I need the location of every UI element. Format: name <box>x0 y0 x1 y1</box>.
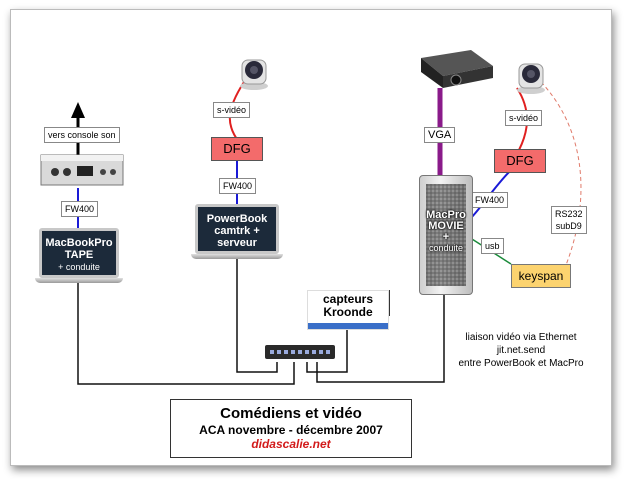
title-main: Comédiens et vidéo <box>220 405 362 422</box>
console-arrow-head <box>71 102 85 118</box>
info-line3: entre PowerBook et MacPro <box>458 358 584 369</box>
ethernet-powerbook <box>236 255 278 373</box>
connection-lines <box>40 50 582 385</box>
macpro-label: MacPro MOVIE + conduite <box>420 210 472 254</box>
fw400-left-label: FW400 <box>61 201 99 217</box>
rs232-label: RS232 subD9 <box>551 206 587 234</box>
kroonde-line1: capteurs <box>322 292 374 306</box>
title-sub: ACA novembre - décembre 2007 <box>199 423 383 437</box>
camera-mid-icon <box>240 59 268 90</box>
info-line2: jit.net.send <box>496 345 546 356</box>
usb-label: usb <box>481 238 504 254</box>
audio-interface-icon <box>40 154 124 186</box>
keyspan-box: keyspan <box>511 264 571 288</box>
info-line1: liaison vidéo via Ethernet <box>465 332 577 343</box>
fw400-right-label: FW400 <box>471 192 509 208</box>
macpro-grille <box>426 184 466 286</box>
ethernet-macbook <box>77 278 295 385</box>
macpro-line3: + <box>442 231 450 243</box>
dfg-right-box: DFG <box>494 149 546 173</box>
powerbook-line3: serveur <box>217 237 257 249</box>
macbook-line3: + conduite <box>58 262 100 272</box>
powerbook-base <box>191 254 283 259</box>
macbook-line1: MacBookPro <box>45 237 113 249</box>
macpro-line2: MOVIE <box>428 220 464 232</box>
kroonde-line2: Kroonde <box>323 305 373 319</box>
diagram-frame: vers console son FW400 s-vidéo FW400 VGA… <box>10 9 612 466</box>
macpro-line1: MacPro <box>426 209 466 221</box>
info-text: liaison vidéo via Ethernet jit.net.send … <box>436 331 606 370</box>
kroonde-box: capteurs Kroonde <box>307 290 389 330</box>
fw400-mid-label: FW400 <box>219 178 257 194</box>
powerbook-line1: PowerBook <box>206 213 268 225</box>
projector-icon <box>421 50 493 88</box>
serial-line <box>540 81 582 266</box>
kroonde-device <box>308 323 388 329</box>
svideo-mid-label: s-vidéo <box>213 102 251 118</box>
console-label: vers console son <box>44 127 120 143</box>
vga-label: VGA <box>424 127 456 143</box>
macbook-line2: TAPE <box>64 249 94 261</box>
powerbook-line2: camtrk + <box>214 225 260 237</box>
macpro-line4: conduite <box>428 243 464 253</box>
camera-right-icon <box>517 63 545 94</box>
macbook-screen: MacBookPro TAPE + conduite <box>39 228 119 278</box>
dfg-left-box: DFG <box>211 137 263 161</box>
title-box: Comédiens et vidéo ACA novembre - décemb… <box>170 399 412 458</box>
ethernet-kroonde <box>306 328 348 373</box>
svideo-right-label: s-vidéo <box>505 110 543 126</box>
powerbook-screen: PowerBook camtrk + serveur <box>195 204 279 254</box>
macbook-base <box>35 278 123 283</box>
macpro-tower: MacPro MOVIE + conduite <box>419 175 473 295</box>
title-site: didascalie.net <box>251 437 331 451</box>
